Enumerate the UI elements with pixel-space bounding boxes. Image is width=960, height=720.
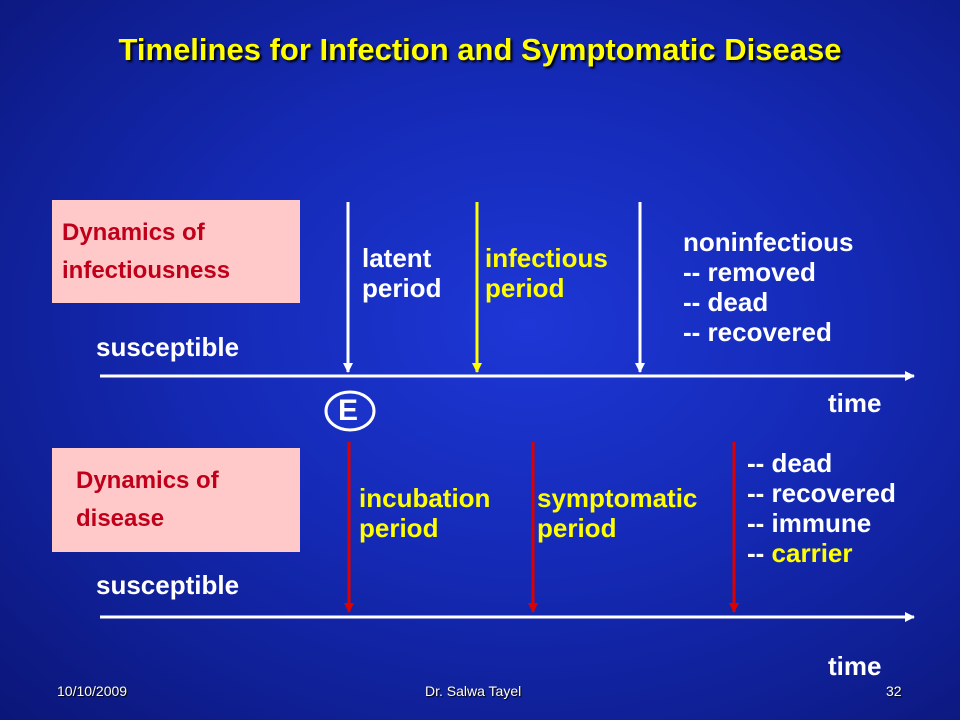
outcome-bottom-0: -- dead bbox=[747, 448, 833, 478]
exposure-label: E bbox=[338, 394, 359, 427]
disease-box-line1: Dynamics of bbox=[76, 467, 219, 494]
noninfectious-outcomes: noninfectious -- removed -- dead -- reco… bbox=[683, 227, 853, 347]
outcome-top-3: -- recovered bbox=[683, 317, 832, 347]
latent-line2: period bbox=[362, 273, 442, 303]
incubation-line1: incubation bbox=[359, 483, 491, 513]
infectiousness-box-line2: infectiousness bbox=[62, 257, 231, 284]
outcome-top-2: -- dead bbox=[683, 287, 769, 317]
incubation-period-label: incubation period bbox=[359, 483, 490, 543]
carrier-prefix: -- bbox=[747, 538, 772, 568]
outcome-bottom-3: -- carrier bbox=[747, 538, 896, 568]
footer-author: Dr. Salwa Tayel bbox=[425, 683, 522, 699]
symptomatic-line1: symptomatic bbox=[537, 483, 698, 513]
time-label-bottom: time bbox=[828, 651, 882, 681]
susceptible-label-top: susceptible bbox=[96, 332, 240, 362]
outcome-top-0: noninfectious bbox=[683, 227, 854, 257]
carrier-word: carrier bbox=[771, 538, 853, 568]
susceptible-label-bottom: susceptible bbox=[96, 570, 240, 600]
outcome-bottom-2: -- immune bbox=[747, 508, 872, 538]
latent-line1: latent bbox=[362, 243, 432, 273]
footer-page-number: 32 bbox=[886, 683, 902, 699]
exposure-marker bbox=[324, 390, 376, 432]
latent-period-label: latent period bbox=[362, 243, 441, 303]
incubation-line2: period bbox=[359, 513, 439, 543]
disease-box: Dynamics of disease bbox=[52, 448, 300, 552]
footer-date: 10/10/2009 bbox=[57, 683, 128, 699]
time-label-top: time bbox=[828, 388, 882, 418]
slide-title: Timelines for Infection and Symptomatic … bbox=[118, 32, 842, 67]
infectious-line1: infectious bbox=[485, 243, 608, 273]
disease-box-line2: disease bbox=[76, 505, 165, 532]
infectious-line2: period bbox=[485, 273, 565, 303]
outcome-top-1: -- removed bbox=[683, 257, 816, 287]
disease-outcomes: -- dead -- recovered -- immune -- carrie… bbox=[747, 448, 896, 568]
outcome-bottom-1: -- recovered bbox=[747, 478, 896, 508]
infectiousness-box-line1: Dynamics of bbox=[62, 219, 205, 246]
symptomatic-period-label: symptomatic period bbox=[537, 483, 697, 543]
infectious-period-label: infectious period bbox=[485, 243, 608, 303]
infectiousness-box: Dynamics of infectiousness bbox=[52, 200, 300, 303]
symptomatic-line2: period bbox=[537, 513, 617, 543]
